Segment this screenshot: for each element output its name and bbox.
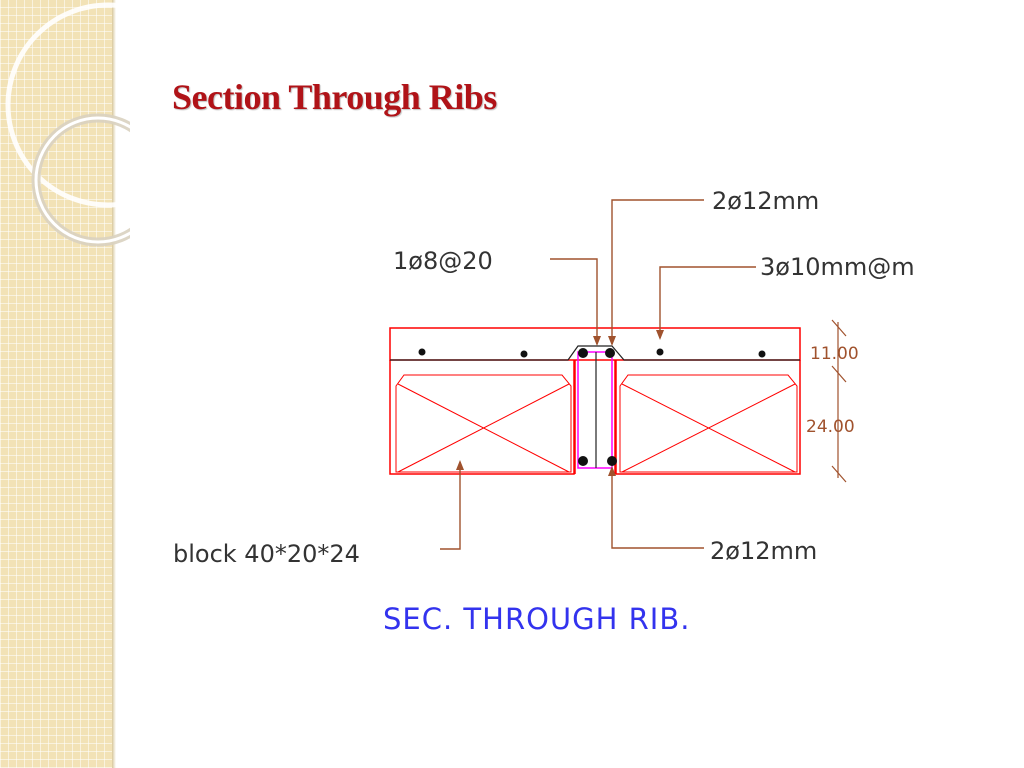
stirrup-label: 1ø8@20 [393, 247, 493, 275]
slide-title: Section Through Ribs [172, 77, 497, 117]
bottom-bars-label: 2ø12mm [710, 537, 817, 565]
decorative-rings [5, 2, 130, 247]
sidebar-edge [112, 0, 116, 768]
dimension-tick [831, 365, 847, 383]
dimension-lines [831, 319, 847, 483]
mesh-bar [520, 350, 528, 358]
leader-stirrup [550, 258, 598, 344]
leader-arrowheads [456, 330, 664, 476]
leader-top-bars [611, 199, 704, 344]
leader-bottom-bars [611, 468, 704, 549]
topping-slab [389, 327, 801, 361]
reinforcement-bars [418, 348, 766, 466]
bottom-rib-bar [578, 456, 588, 466]
leader-lines [440, 199, 756, 550]
mesh-bar [656, 348, 664, 356]
hollow-block-left [395, 374, 572, 473]
small-ring-highlight [34, 116, 130, 244]
mesh-bar [418, 348, 426, 356]
dimension-tick [831, 319, 847, 337]
top-rib-bar [605, 348, 615, 358]
decorative-sidebar [0, 0, 112, 768]
right-block-outline [615, 360, 801, 475]
slab-soffit-line [390, 345, 800, 361]
concrete-outline [389, 327, 801, 475]
block-label: block 40*20*24 [173, 540, 360, 568]
mesh-bar [758, 350, 766, 358]
top-rib-bar [578, 348, 588, 358]
bottom-rib-bar [607, 456, 617, 466]
drawing-caption: SEC. THROUGH RIB. [383, 602, 690, 636]
mesh-label: 3ø10mm@m [760, 253, 915, 281]
stirrup [577, 351, 613, 469]
left-block-outline [389, 360, 575, 475]
topping-depth-label: 11.00 [810, 344, 859, 364]
leader-block [440, 462, 461, 550]
large-ring [5, 2, 130, 208]
dimension-tick [831, 465, 847, 483]
hollow-block-right [619, 374, 798, 473]
top-bars-label: 2ø12mm [712, 187, 819, 215]
leader-mesh [659, 266, 756, 338]
rib-depth-label: 24.00 [806, 417, 855, 437]
